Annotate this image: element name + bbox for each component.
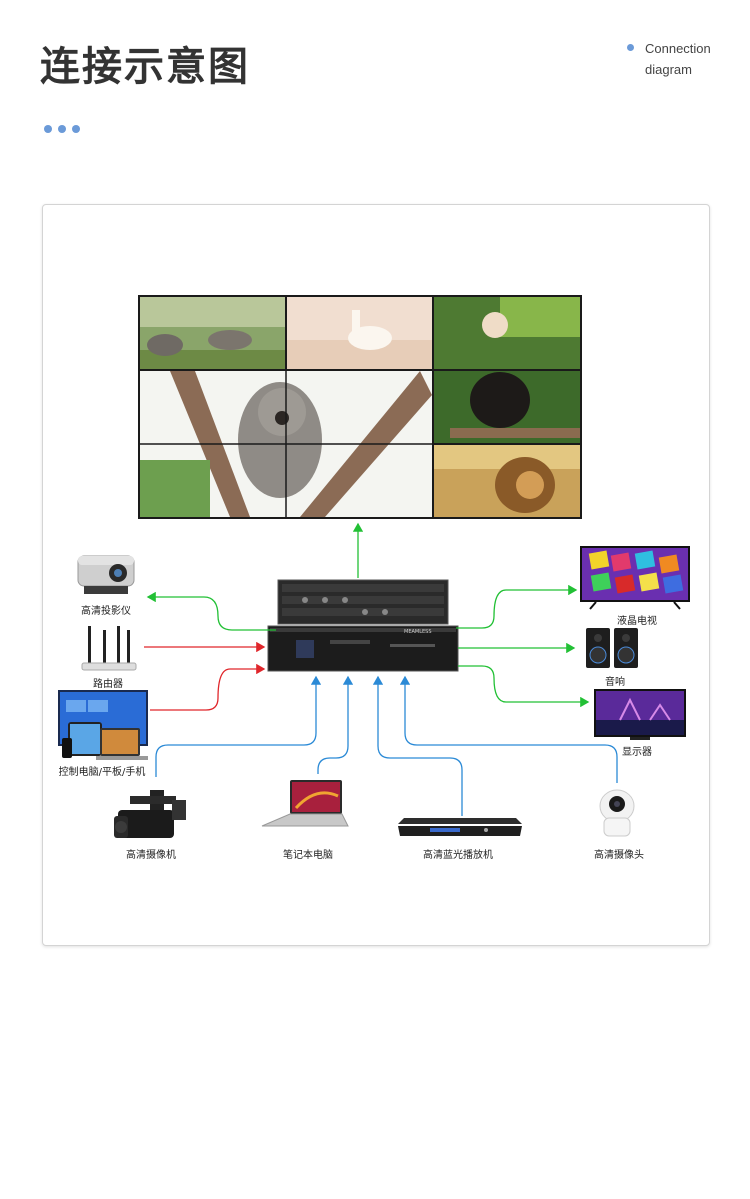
tv-label: 液晶电视 [617,616,657,627]
laptop-icon [261,780,349,827]
line-bluray-to-matrix [372,675,463,816]
router-icon [81,626,137,671]
projector-label: 高清投影仪 [81,606,131,617]
bullet-icon [627,44,634,51]
computer-icon [58,690,148,760]
subtitle-line-2: diagram [645,62,692,77]
projector-icon [77,555,135,594]
page-title: 连接示意图 [40,44,250,90]
laptop-label: 笔记本电脑 [283,850,333,861]
camcorder-icon [114,790,186,838]
monitor-icon [594,689,686,740]
speaker-icon [586,628,638,668]
tv-icon [580,546,690,610]
matrix-brand-label: MEAMLESS [404,629,432,635]
monitor-label: 显示器 [622,747,652,758]
line-laptop-to-matrix [317,675,354,774]
line-camcorder-to-matrix [155,675,322,777]
line-matrix-to-monitor [458,665,590,708]
subtitle-line-1: Connection [645,41,711,56]
camcorder-label: 高清摄像机 [126,850,176,861]
ipcam-label: 高清摄像头 [594,850,644,861]
bluray-player-icon [398,818,522,836]
line-ipcam-to-matrix [399,675,618,783]
computer-label: 控制电脑/平板/手机 [58,767,146,778]
video-wall-icon [138,295,582,519]
matrix-switcher-icon: MEAMLESS [267,579,459,672]
ip-camera-icon [599,789,635,837]
line-matrix-to-projector [146,591,276,631]
decorative-dots [44,118,86,137]
router-label: 路由器 [93,679,123,690]
page-subtitle: Connection diagram [627,38,740,80]
line-computer-to-matrix [150,663,266,711]
line-matrix-to-tv [456,584,578,629]
speaker-label: 音响 [605,677,625,688]
bluray-label: 高清蓝光播放机 [423,850,493,861]
